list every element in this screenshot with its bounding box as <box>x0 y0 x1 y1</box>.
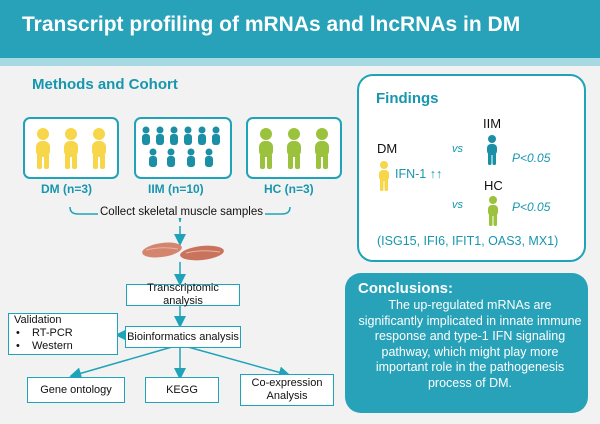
header-banner <box>0 0 600 58</box>
gene-ontology-box: Gene ontology <box>27 377 125 403</box>
arrow-to-coexpression <box>187 346 291 379</box>
cohort-box-dm <box>23 117 119 179</box>
findings-dm-label: DM <box>377 141 398 156</box>
validation-title: Validation <box>14 314 62 326</box>
gene-list: (ISG15, IFI6, IFIT1, OAS3, MX1) <box>377 234 559 248</box>
findings-iim-label: IIM <box>483 116 502 131</box>
cohort-label-iim: IIM (n=10) <box>148 182 204 196</box>
person-icon-group-dm <box>36 128 106 169</box>
p-value-iim: P<0.05 <box>512 151 551 165</box>
cohort-box-iim <box>134 117 232 179</box>
vs-label-1: vs <box>452 143 463 155</box>
person-icon-group-hc <box>259 128 329 169</box>
findings-heading: Findings <box>376 90 439 107</box>
transcriptomic-analysis-box: Transcriptomic analysis <box>126 282 240 307</box>
person-icon-iim <box>487 135 497 165</box>
cohort-label-hc: HC (n=3) <box>264 182 314 196</box>
cohort-bracket <box>69 206 291 223</box>
kegg-box: KEGG <box>145 377 219 403</box>
validation-box <box>8 313 118 355</box>
ifn-label-group: IFN-1 ↑↑ <box>395 167 442 181</box>
conclusions-panel <box>345 273 588 413</box>
methods-heading: Methods and Cohort <box>32 76 178 93</box>
up-arrows-icon: ↑↑ <box>429 167 443 181</box>
validation-bullet-2: • <box>16 340 20 352</box>
validation-bullet-1: • <box>16 327 20 339</box>
conclusions-text: The up-regulated mRNAs are significantly… <box>358 298 582 390</box>
findings-panel <box>357 74 586 262</box>
vs-label-2: vs <box>452 199 463 211</box>
arrow-to-go <box>69 346 173 380</box>
coexpression-analysis-box: Co-expression Analysis <box>240 374 334 406</box>
cohort-label-dm: DM (n=3) <box>41 182 92 196</box>
conclusions-heading: Conclusions: <box>358 280 454 297</box>
cohort-box-hc <box>246 117 342 179</box>
person-icon-group-iim <box>142 126 220 167</box>
validation-item-western: Western <box>32 340 73 352</box>
bioinformatics-analysis-box: Bioinformatics analysis <box>125 326 241 348</box>
person-icon-dm <box>379 161 389 191</box>
collect-samples-label: Collect skeletal muscle samples <box>98 206 265 218</box>
header-band <box>0 58 600 66</box>
p-value-hc: P<0.05 <box>512 200 551 214</box>
ifn-label: IFN-1 <box>395 167 427 181</box>
person-icon-hc <box>488 196 498 226</box>
page-title: Transcript profiling of mRNAs and lncRNA… <box>22 13 521 36</box>
validation-item-rtpcr: RT-PCR <box>32 327 73 339</box>
muscle-tissue-icon <box>142 242 224 261</box>
findings-hc-label: HC <box>484 178 503 193</box>
